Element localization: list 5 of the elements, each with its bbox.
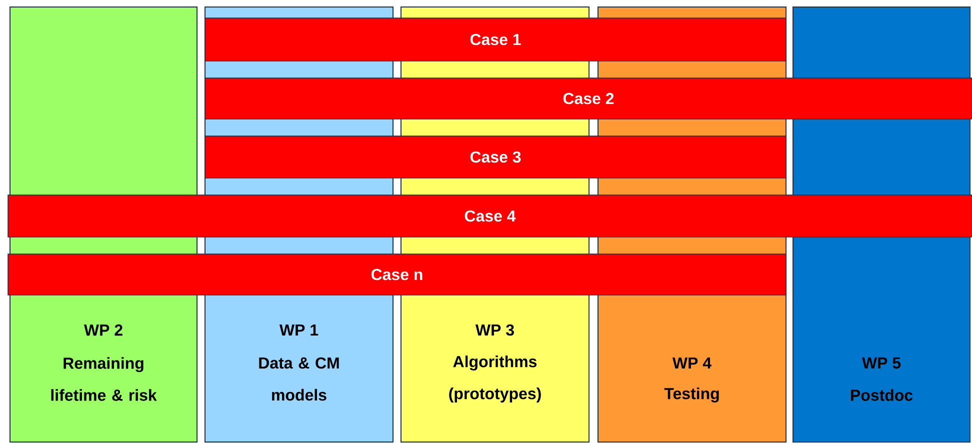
case-bar: Case 1 bbox=[204, 18, 786, 62]
case-bar: Case 3 bbox=[204, 136, 786, 178]
case-bar: Case 2 bbox=[204, 78, 972, 120]
case-bar: Case 4 bbox=[8, 194, 972, 238]
case-bar: Case n bbox=[8, 254, 786, 296]
